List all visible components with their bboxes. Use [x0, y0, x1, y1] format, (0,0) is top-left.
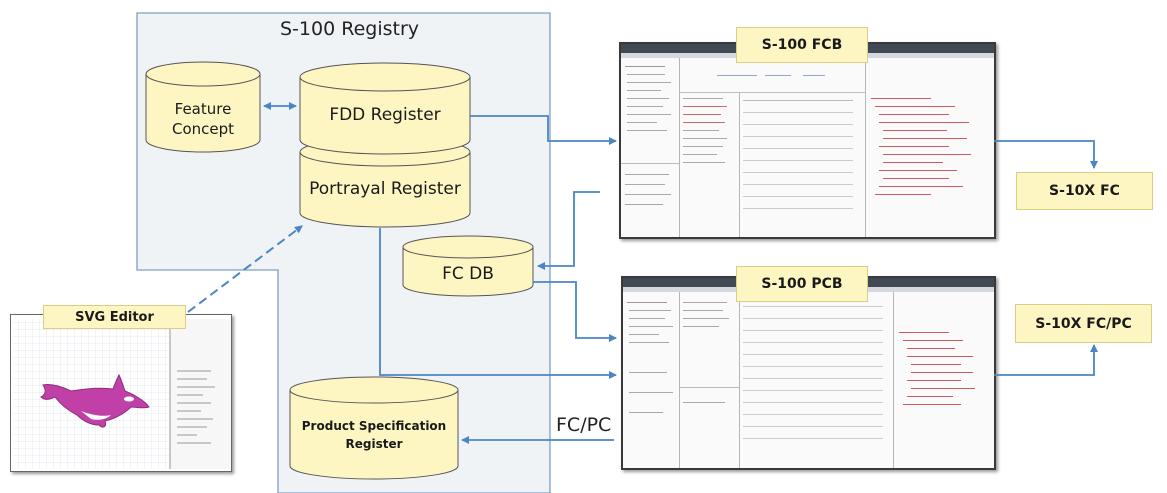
- svg-editor-label: SVG Editor: [43, 305, 186, 329]
- pcb-application-window: [621, 276, 996, 470]
- fc-pc-connector-label: FC/PC: [556, 414, 612, 436]
- fdd-register-cylinder: [299, 62, 471, 155]
- fc-db-label: FC DB: [442, 264, 494, 284]
- fdd-to-fcb-arrow: [470, 115, 617, 145]
- pcb-to-s10x-fcpc-arrow: [994, 344, 1098, 376]
- portrayal-to-pcb-arrow: [379, 228, 617, 379]
- fc-db-cylinder: [402, 235, 534, 297]
- svg-editor-canvas: [13, 319, 231, 469]
- orca-icon: [40, 373, 150, 428]
- s10x-fc-label: S-10X FC: [1016, 172, 1153, 210]
- product-spec-register-cylinder: [289, 376, 459, 480]
- fcb-to-fcdb-arrow: [537, 191, 600, 270]
- fdd-register-label: FDD Register: [329, 105, 441, 125]
- fcb-header-pane: [679, 58, 866, 93]
- product-spec-register-label: Product Specification Register: [301, 419, 447, 451]
- fcdb-to-pcb-arrow: [533, 281, 617, 342]
- fcb-tree-pane: [621, 58, 680, 237]
- feature-concept-cylinder: [145, 61, 261, 153]
- s10x-fcpc-label: S-10X FC/PC: [1015, 304, 1152, 343]
- feature-concept-label: Feature Concept: [171, 100, 235, 138]
- fcb-label: S-100 FCB: [736, 27, 868, 63]
- fcb-application-window: [619, 42, 996, 239]
- portrayal-register-label: Portrayal Register: [309, 179, 461, 199]
- svg-editor-to-portrayal-arrow: [187, 225, 303, 313]
- pcb-label: S-100 PCB: [736, 266, 868, 302]
- pcb-properties-pane: [739, 292, 894, 468]
- registry-title: S-100 Registry: [280, 18, 420, 40]
- pcb-xml-pane: [893, 292, 994, 468]
- pcb-list-pane: [679, 292, 740, 468]
- fcb-properties-pane: [739, 92, 866, 237]
- svg-editor-window: [10, 314, 232, 472]
- fcb-xml-pane: [865, 58, 994, 237]
- pcb-tree-pane: [623, 292, 680, 468]
- fcb-list-pane: [679, 92, 740, 237]
- fcb-to-s10x-fc-arrow: [994, 140, 1098, 169]
